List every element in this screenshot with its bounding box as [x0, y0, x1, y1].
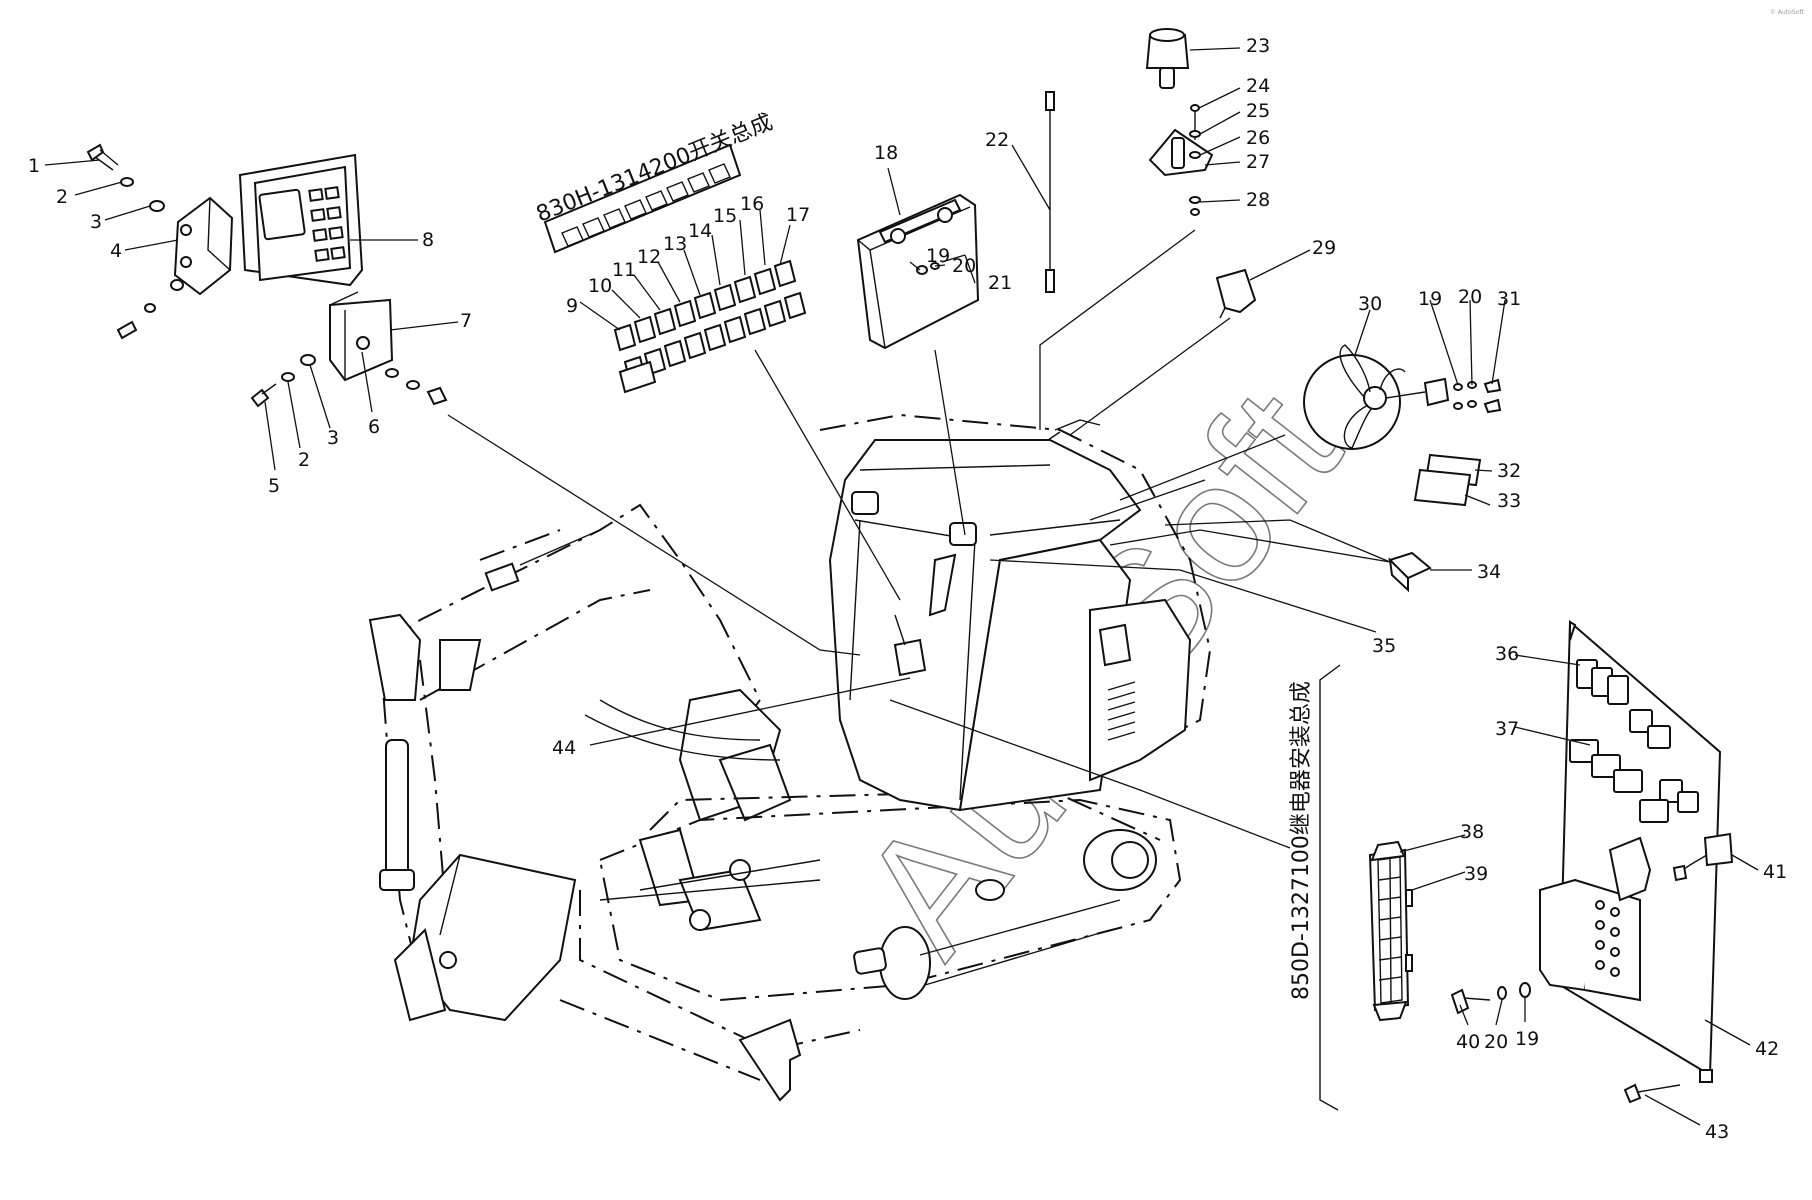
bolt-1	[86, 143, 119, 171]
relay-assembly-label: 850D-1327100继电器安装总成	[1289, 681, 1314, 1000]
callout-24: 24	[1246, 75, 1270, 97]
beacon-assembly	[1145, 28, 1214, 216]
cab-work-light-left	[851, 491, 879, 515]
callout-11: 11	[612, 259, 636, 281]
callout-20: 20	[952, 255, 976, 277]
switch-rows	[613, 259, 807, 394]
part-34	[1388, 551, 1432, 593]
undercarriage	[559, 788, 1182, 1102]
callout-23: 23	[1246, 35, 1270, 57]
callout-9: 9	[566, 295, 578, 317]
callout-15: 15	[713, 205, 737, 227]
screw-43	[1623, 1083, 1681, 1104]
connector-41	[1672, 832, 1734, 882]
callout-14: 14	[688, 220, 712, 242]
monitor-assembly	[86, 143, 448, 408]
callout-43: 43	[1705, 1121, 1729, 1143]
callout-32: 32	[1497, 460, 1521, 482]
callout-7: 7	[460, 310, 472, 332]
bracket-lower	[329, 298, 394, 382]
relays-37	[1569, 709, 1699, 823]
arm-cylinder	[379, 739, 415, 891]
callout-33: 33	[1497, 490, 1521, 512]
radio-assembly	[1413, 453, 1482, 507]
bracket-upper	[173, 196, 234, 296]
callout-42: 42	[1755, 1038, 1779, 1060]
callout-5: 5	[268, 475, 280, 497]
boom-cylinder	[484, 529, 601, 592]
callout-17: 17	[786, 204, 810, 226]
callout-44: 44	[552, 737, 576, 759]
callout-28: 28	[1246, 189, 1270, 211]
callout-16: 16	[740, 193, 764, 215]
callout-21: 21	[988, 272, 1012, 294]
corner-mark: © AutoSoft	[1770, 9, 1804, 16]
harness-22	[1045, 91, 1055, 293]
relays-36	[1576, 659, 1629, 705]
callout-27: 27	[1246, 151, 1270, 173]
fan-assembly	[1303, 344, 1502, 450]
callout-13: 13	[663, 233, 687, 255]
cab	[828, 419, 1192, 812]
relay-assembly-bracket	[1319, 664, 1341, 1111]
callout-31: 31	[1497, 288, 1521, 310]
callout-37: 37	[1495, 718, 1519, 740]
controller-assembly	[856, 193, 980, 350]
bucket	[393, 853, 577, 1022]
excavator-body	[368, 413, 1212, 1102]
callout-39: 39	[1464, 863, 1488, 885]
callout-4: 4	[110, 240, 122, 262]
callout-36: 36	[1495, 643, 1519, 665]
callout-3: 3	[327, 427, 339, 449]
callout-1: 1	[28, 155, 40, 177]
callout-8: 8	[422, 229, 434, 251]
washer-2b	[281, 372, 295, 382]
callout-12: 12	[637, 246, 661, 268]
bolt-5	[250, 383, 277, 408]
callout-labels: 1 2 3 4 5 2 3 6 7 8 9 10 11 12 13 14 15 …	[28, 35, 1787, 1143]
callout-41: 41	[1763, 861, 1787, 883]
monitor	[238, 153, 364, 287]
callout-10: 10	[588, 275, 612, 297]
washer-3a	[149, 200, 165, 212]
callout-29: 29	[1312, 237, 1336, 259]
hood-grille	[1107, 681, 1136, 741]
callout-40: 40	[1456, 1031, 1480, 1053]
callout-20: 20	[1484, 1031, 1508, 1053]
leader-lines	[44, 47, 1759, 1126]
callout-34: 34	[1477, 561, 1501, 583]
callout-20: 20	[1458, 286, 1482, 308]
callout-26: 26	[1246, 127, 1270, 149]
switch-panel	[543, 143, 742, 254]
callout-19: 19	[926, 245, 950, 267]
callout-18: 18	[874, 142, 898, 164]
callout-30: 30	[1358, 293, 1382, 315]
relay-assembly	[1368, 840, 1413, 1022]
relay-board-assembly	[1450, 619, 1734, 1104]
callout-35: 35	[1372, 635, 1396, 657]
fasteners-40	[1450, 982, 1531, 1015]
callout-38: 38	[1460, 821, 1484, 843]
callout-19: 19	[1515, 1028, 1539, 1050]
callout-25: 25	[1246, 100, 1270, 122]
callout-2: 2	[56, 186, 68, 208]
callout-19: 19	[1418, 288, 1442, 310]
callout-2: 2	[298, 449, 310, 471]
work-light	[1215, 268, 1257, 319]
washer-2a	[120, 177, 134, 187]
fuse-box	[1539, 836, 1652, 1002]
callout-6: 6	[368, 416, 380, 438]
washer-3b	[300, 354, 316, 366]
callout-22: 22	[985, 129, 1009, 151]
callout-3: 3	[90, 211, 102, 233]
